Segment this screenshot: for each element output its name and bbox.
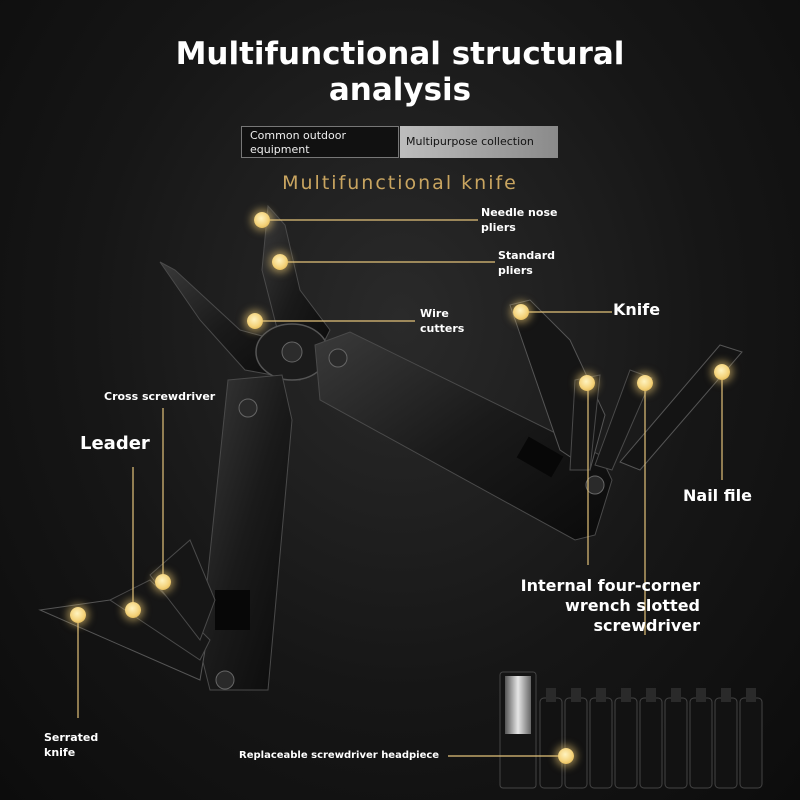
label-line: wrench slotted — [565, 596, 700, 615]
marker-dot-icon — [254, 212, 270, 228]
label-line: screwdriver — [593, 616, 700, 635]
label-line: pliers — [481, 221, 516, 234]
label-line: Internal four-corner — [520, 576, 700, 595]
label-wrench-screwdriver: Internal four-corner wrench slotted scre… — [500, 576, 700, 636]
title-line-2: analysis — [328, 72, 472, 108]
title-line-1: Multifunctional structural — [175, 36, 625, 72]
tag-common-outdoor: Common outdoor equipment — [241, 126, 399, 158]
label-line: Standard — [498, 249, 556, 262]
label-standard-pliers: Standard pliers — [498, 248, 555, 278]
label-wire-cutters: Wire cutters — [420, 306, 464, 336]
label-leader: Leader — [80, 433, 150, 454]
label-nail-file: Nail file — [683, 486, 752, 505]
label-line: Needle nose — [481, 206, 558, 219]
label-line: cutters — [420, 322, 465, 335]
label-knife: Knife — [613, 300, 661, 319]
marker-dot-icon — [714, 364, 730, 380]
marker-dot-icon — [513, 304, 529, 320]
label-line: pliers — [498, 264, 533, 277]
subtitle: Multifunctional knife — [282, 172, 518, 194]
marker-dot-icon — [247, 313, 263, 329]
marker-dot-icon — [125, 602, 141, 618]
page-title: Multifunctional structural analysis — [0, 36, 800, 108]
label-line: knife — [44, 746, 76, 759]
marker-dot-icon — [272, 254, 288, 270]
tag-multipurpose: Multipurpose collection — [400, 126, 558, 158]
label-needle-nose-pliers: Needle nose pliers — [481, 205, 557, 235]
label-line: Serrated — [44, 731, 99, 744]
marker-dot-icon — [558, 748, 574, 764]
marker-dot-icon — [579, 375, 595, 391]
marker-dot-icon — [155, 574, 171, 590]
label-serrated-knife: Serrated knife — [44, 730, 98, 760]
label-screwdriver-headpiece: Replaceable screwdriver headpiece — [239, 750, 440, 761]
marker-dot-icon — [637, 375, 653, 391]
marker-dot-icon — [70, 607, 86, 623]
label-line: Wire — [420, 307, 449, 320]
label-cross-screwdriver: Cross screwdriver — [104, 390, 216, 403]
